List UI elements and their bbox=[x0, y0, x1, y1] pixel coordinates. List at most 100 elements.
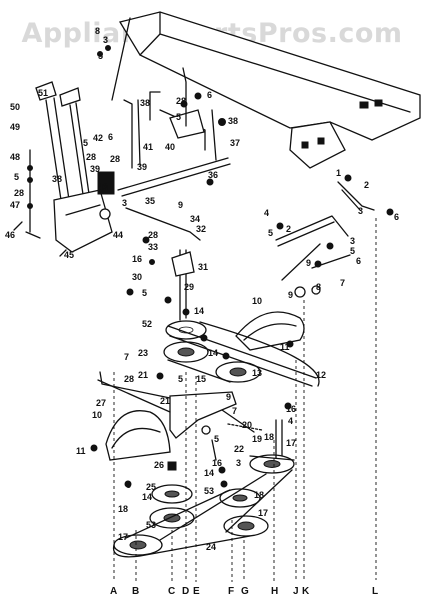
callout-9d: 9 bbox=[288, 290, 293, 300]
callout-5h: 5 bbox=[126, 480, 131, 490]
callout-5c: 5 bbox=[83, 138, 88, 148]
callout-5f: 5 bbox=[178, 374, 183, 384]
column-letter-a: A bbox=[110, 586, 117, 597]
callout-17b: 17 bbox=[258, 508, 268, 518]
callout-11: 11 bbox=[280, 342, 290, 352]
callout-53b: 53 bbox=[146, 520, 156, 530]
callout-34: 34 bbox=[190, 214, 200, 224]
callout-22: 22 bbox=[234, 444, 244, 454]
callout-28e: 28 bbox=[148, 230, 158, 240]
callout-9: 9 bbox=[178, 200, 183, 210]
callout-21: 21 bbox=[138, 370, 148, 380]
callout-13: 13 bbox=[252, 368, 262, 378]
column-letter-e: E bbox=[193, 586, 200, 597]
column-letter-d: D bbox=[182, 586, 189, 597]
idler-bracket bbox=[275, 181, 377, 580]
callout-38c: 38 bbox=[228, 116, 238, 126]
column-letter-g: G bbox=[241, 586, 249, 597]
callout-38b: 38 bbox=[140, 98, 150, 108]
upper-pulley-system bbox=[163, 308, 320, 387]
column-letter-b: B bbox=[132, 586, 139, 597]
reference-leaders bbox=[113, 300, 305, 582]
callout-5i: 5 bbox=[268, 228, 273, 238]
callout-16b: 16 bbox=[286, 404, 296, 414]
callout-3d: 3 bbox=[350, 236, 355, 246]
callout-3c: 3 bbox=[236, 458, 241, 468]
callout-37: 37 bbox=[230, 138, 240, 148]
callout-48: 48 bbox=[10, 152, 20, 162]
callout-5e: 5 bbox=[142, 288, 147, 298]
callout-49: 49 bbox=[10, 122, 20, 132]
callout-8: 8 bbox=[95, 26, 100, 36]
callout-52: 52 bbox=[142, 319, 152, 329]
linkage-rods bbox=[111, 17, 231, 321]
callout-15: 15 bbox=[196, 374, 206, 384]
callout-3b: 3 bbox=[122, 198, 127, 208]
callout-labels: 8 3 5 51 50 49 48 5 28 47 46 45 44 38 5 … bbox=[5, 26, 399, 552]
callout-18b: 18 bbox=[254, 490, 264, 500]
callout-27: 27 bbox=[96, 398, 106, 408]
callout-36: 36 bbox=[208, 170, 218, 180]
callout-12: 12 bbox=[316, 370, 326, 380]
callout-39b: 39 bbox=[137, 162, 147, 172]
callout-7b: 7 bbox=[232, 406, 237, 416]
column-letter-c: C bbox=[168, 586, 175, 597]
callout-18c: 18 bbox=[118, 504, 128, 514]
callout-2: 2 bbox=[286, 224, 291, 234]
callout-30: 30 bbox=[132, 272, 142, 282]
callout-5g: 5 bbox=[214, 434, 219, 444]
column-letter-k: K bbox=[302, 586, 310, 597]
callout-4b: 4 bbox=[264, 208, 269, 218]
callout-45: 45 bbox=[64, 250, 74, 260]
callout-31: 31 bbox=[198, 262, 208, 272]
callout-8b: 8 bbox=[316, 282, 321, 292]
callout-9c: 9 bbox=[306, 258, 311, 268]
column-letter-l: L bbox=[372, 586, 378, 597]
callout-4: 4 bbox=[288, 416, 293, 426]
callout-21b: 21 bbox=[160, 396, 170, 406]
callout-39: 39 bbox=[90, 164, 100, 174]
callout-24: 24 bbox=[206, 542, 216, 552]
callout-10b: 10 bbox=[92, 410, 102, 420]
callout-25: 25 bbox=[146, 482, 156, 492]
callout-47: 47 bbox=[10, 200, 20, 210]
clutch-idler-arm bbox=[97, 371, 263, 461]
callout-23: 23 bbox=[138, 348, 148, 358]
callout-17: 17 bbox=[286, 438, 296, 448]
callout-53: 53 bbox=[204, 486, 214, 496]
callout-29: 29 bbox=[184, 282, 194, 292]
callout-11b: 11 bbox=[76, 446, 86, 456]
callout-7c: 7 bbox=[340, 278, 345, 288]
callout-6: 6 bbox=[108, 132, 113, 142]
column-letter-j: J bbox=[293, 586, 299, 597]
callout-51: 51 bbox=[38, 88, 48, 98]
column-letters: A B C D E F G H J K L bbox=[110, 586, 378, 597]
callout-20: 20 bbox=[242, 420, 252, 430]
column-letter-f: F bbox=[228, 586, 234, 597]
callout-16: 16 bbox=[132, 254, 142, 264]
callout-32: 32 bbox=[196, 224, 206, 234]
callout-44: 44 bbox=[113, 230, 123, 240]
callout-5d: 5 bbox=[176, 112, 181, 122]
callout-33: 33 bbox=[148, 242, 158, 252]
callout-43: 43 bbox=[98, 182, 108, 192]
callout-28d: 28 bbox=[176, 96, 186, 106]
callout-35: 35 bbox=[145, 196, 155, 206]
callout-14c: 14 bbox=[204, 468, 214, 478]
callout-28b: 28 bbox=[86, 152, 96, 162]
callout-16c: 16 bbox=[212, 458, 222, 468]
belt-guard-lower bbox=[105, 410, 171, 461]
belt-guard-upper bbox=[235, 311, 305, 351]
callout-14: 14 bbox=[194, 306, 204, 316]
callout-6d: 6 bbox=[394, 212, 399, 222]
callout-14d: 14 bbox=[142, 492, 152, 502]
callout-50: 50 bbox=[10, 102, 20, 112]
callout-19: 19 bbox=[252, 434, 262, 444]
callout-9b: 9 bbox=[226, 392, 231, 402]
column-letter-h: H bbox=[271, 586, 278, 597]
callout-5b: 5 bbox=[14, 172, 19, 182]
callout-41: 41 bbox=[143, 142, 153, 152]
callout-3e: 3 bbox=[358, 206, 363, 216]
